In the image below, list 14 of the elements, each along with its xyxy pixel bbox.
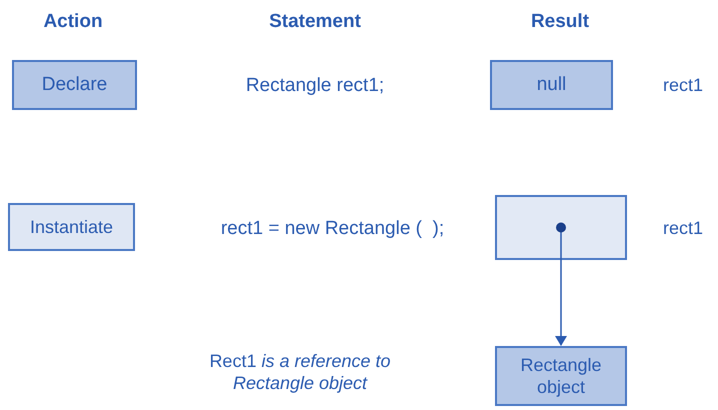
action-box: Rectangle object bbox=[495, 346, 627, 406]
column-heading: Statement bbox=[268, 10, 362, 34]
note-text: Rect1 is a reference to Rectangle object bbox=[208, 350, 392, 394]
arrow bbox=[555, 222, 567, 346]
code-statement: Rectangle rect1; bbox=[244, 74, 386, 98]
variable-name: rect1 bbox=[663, 216, 704, 238]
column-heading: Action bbox=[42, 10, 104, 34]
action-box: Instantiate bbox=[8, 203, 135, 251]
action-box: null bbox=[490, 60, 613, 110]
reference-box bbox=[495, 195, 627, 260]
column-heading: Result bbox=[530, 10, 590, 34]
action-box: Declare bbox=[12, 60, 137, 110]
variable-name: rect1 bbox=[663, 74, 704, 96]
code-statement: rect1 = new Rectangle ( ); bbox=[220, 217, 446, 241]
